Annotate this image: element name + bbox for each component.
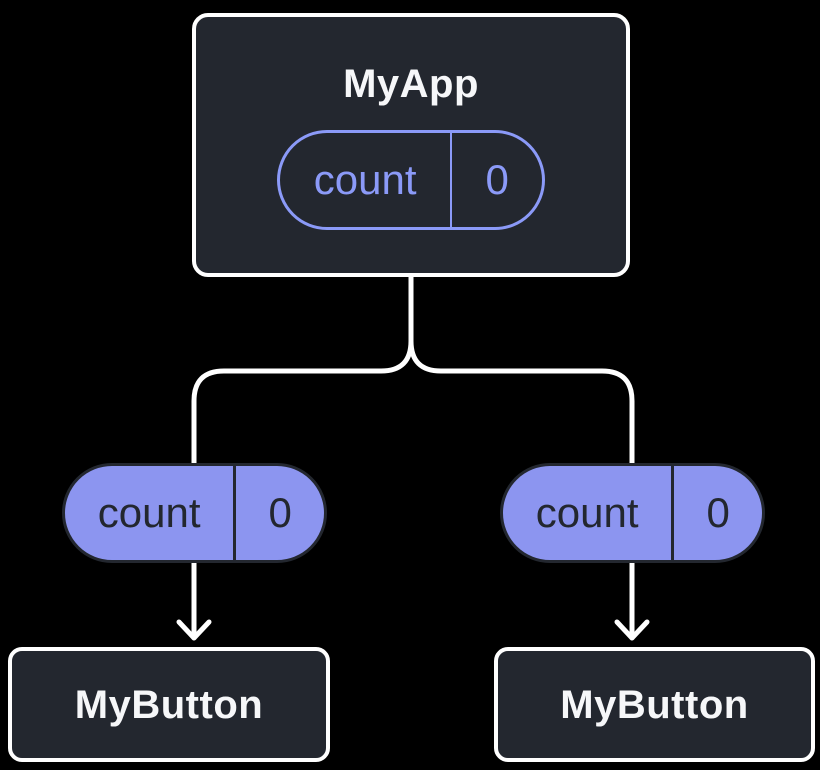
prop-pill-right-value: 0 [706, 489, 730, 536]
node-myapp: MyApp count 0 [192, 13, 630, 277]
arrow-left-head-icon [176, 619, 212, 641]
edge-root-to-left-pill [191, 274, 414, 466]
state-pill-myapp-key: count [280, 133, 453, 227]
node-mybutton-left-title: MyButton [74, 682, 264, 727]
state-pill-myapp: count 0 [277, 130, 545, 230]
prop-pill-left-value: 0 [268, 489, 292, 536]
node-mybutton-right-title: MyButton [560, 682, 749, 727]
prop-pill-right: count 0 [500, 463, 765, 563]
node-mybutton-right: MyButton [494, 647, 815, 762]
prop-pill-left-key: count [65, 466, 237, 560]
edge-root-to-right-pill [408, 274, 635, 466]
state-pill-myapp-value: 0 [485, 156, 509, 203]
prop-pill-left: count 0 [62, 463, 327, 563]
prop-pill-right-key: count [503, 466, 675, 560]
node-myapp-title: MyApp [343, 62, 479, 106]
node-mybutton-left: MyButton [8, 647, 330, 762]
arrow-right-head-icon [614, 619, 650, 641]
